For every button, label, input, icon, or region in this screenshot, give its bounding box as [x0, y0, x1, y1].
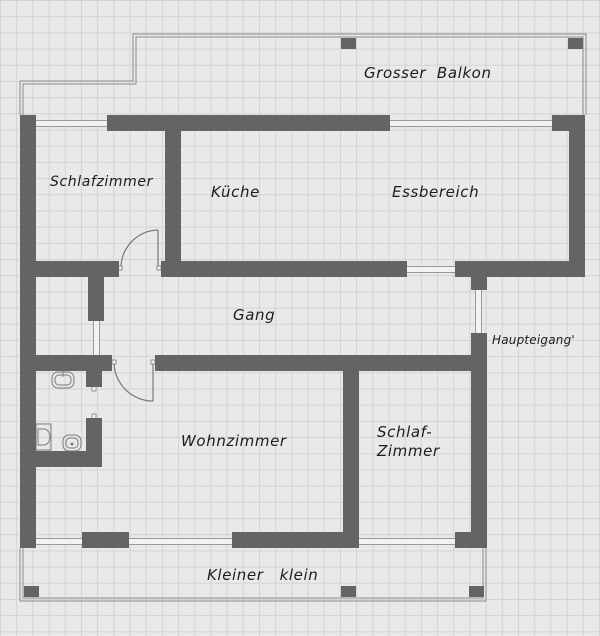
toilet-icon [35, 423, 52, 451]
wall-bottom-3 [455, 532, 487, 548]
window-wohnzimmer-1 [36, 538, 82, 545]
room-label-grosser-balkon: Grosser Balkon [364, 64, 492, 82]
wall-gang-partition [88, 277, 104, 321]
wall-wohnzimmer-top [155, 355, 487, 371]
wall-bottom-2 [232, 532, 359, 548]
wall-bathroom-top [36, 355, 112, 371]
window-schlafzimmer-balkon [36, 120, 107, 127]
haupteingang-door[interactable] [475, 290, 482, 333]
room-label-schlafzimmer: Schlafzimmer [50, 174, 153, 190]
grosser-balkon-outline [19, 33, 587, 115]
wall-entrance-stub [471, 277, 487, 290]
room-label-gang: Gang [233, 306, 276, 324]
window-gang-partition [93, 321, 100, 355]
pillar-bottom-1 [24, 586, 39, 597]
wall-essbereich-bottom [455, 261, 585, 277]
door-wohnzimmer [111, 359, 156, 402]
room-label-kueche: Küche [211, 183, 260, 201]
sink-icon [51, 371, 75, 389]
window-essbereich-balkon [390, 120, 552, 127]
wall-schlafzimmer2-left [343, 371, 359, 548]
kleiner-balkon-outline [19, 548, 487, 602]
sink-icon [62, 434, 82, 452]
wall-bottom-1 [82, 532, 129, 548]
wall-exterior-right-lower [471, 333, 487, 548]
wall-top-middle [107, 115, 390, 131]
wall-bathroom-stub [86, 371, 102, 387]
room-label-schlafzimmer-2: Schlaf- Zimmer [377, 423, 440, 460]
pillar-bottom-3 [469, 586, 484, 597]
door-schlafzimmer [117, 229, 162, 271]
room-label-kleiner-balkon: Kleiner klein [207, 566, 319, 584]
pillar-bottom-2 [341, 586, 356, 597]
pillar-top-1 [341, 38, 356, 49]
wall-bathroom-bottom [36, 451, 102, 467]
window-schlafzimmer2 [359, 538, 455, 545]
wall-kueche-left [165, 131, 181, 277]
room-label-essbereich: Essbereich [392, 183, 480, 201]
label-haupteingang: Haupteigang' [492, 333, 575, 347]
window-wohnzimmer-2 [129, 538, 232, 545]
pillar-top-2 [568, 38, 583, 49]
room-label-wohnzimmer: Wohnzimmer [181, 432, 287, 450]
wall-exterior-left [20, 115, 36, 548]
wall-exterior-right-upper [569, 115, 585, 277]
wall-schlafzimmer-bottom [36, 261, 119, 277]
wall-kueche-bottom [161, 261, 407, 277]
window-essbereich-gang [407, 266, 455, 273]
bathroom-vent-icon [91, 385, 97, 420]
